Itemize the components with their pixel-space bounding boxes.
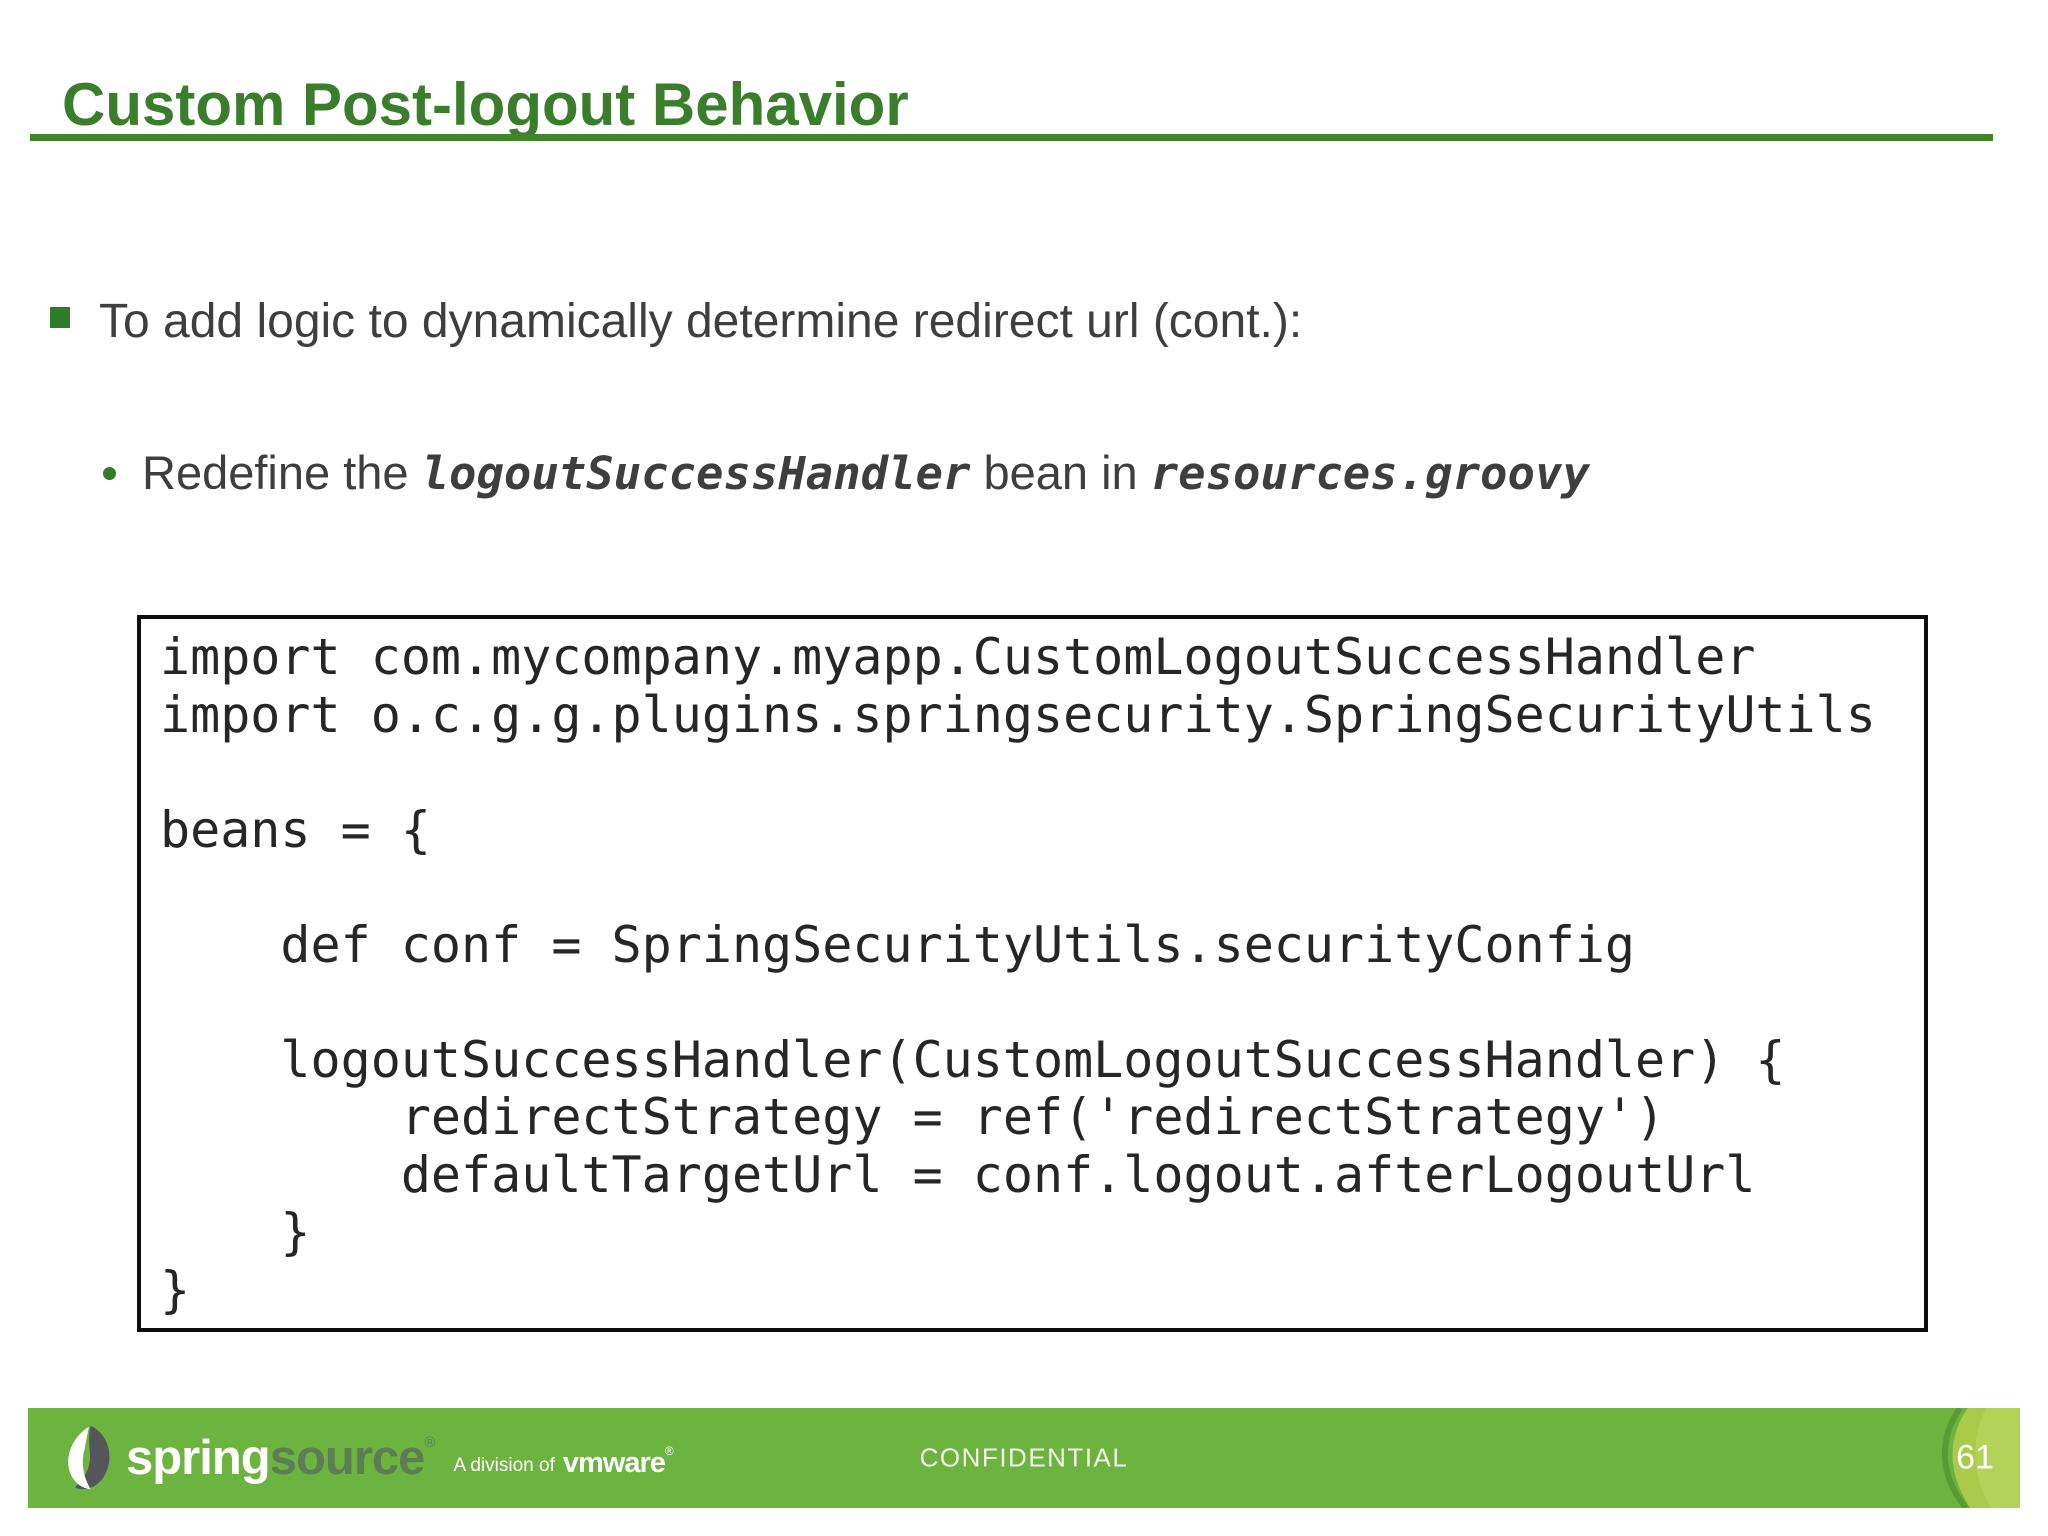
- springsource-logo: spring source ® A division of vmware ®: [62, 1408, 674, 1508]
- main-bullet-text: To add logic to dynamically determine re…: [99, 295, 1303, 348]
- springsource-leaf-icon: [68, 1425, 110, 1490]
- confidential-label: CONFIDENTIAL: [919, 1442, 1129, 1473]
- sub-bullet-code-logout-handler: logoutSuccessHandler: [421, 447, 971, 500]
- vmware-registered-mark: ®: [664, 1444, 674, 1458]
- sub-bullet-middle: bean in: [970, 446, 1151, 499]
- main-bullet-item: To add logic to dynamically determine re…: [50, 292, 1950, 352]
- sub-bullet-code-resources-groovy: resources.groovy: [1150, 447, 1590, 500]
- division-of-text: A division of: [453, 1455, 555, 1476]
- title-underline: [30, 134, 1993, 141]
- square-bullet-icon: [50, 307, 70, 328]
- sub-bullet-prefix: Redefine the: [142, 446, 422, 499]
- sub-bullet-item: Redefine the logoutSuccessHandler bean i…: [103, 444, 2003, 503]
- page-number: 61: [1956, 1438, 1994, 1477]
- logo-registered-mark: ®: [424, 1434, 436, 1451]
- round-bullet-icon: [103, 467, 116, 480]
- vmware-logo-text: vmware: [562, 1446, 666, 1479]
- footer-bar: spring source ® A division of vmware ® C…: [28, 1408, 2020, 1508]
- logo-source-text: source: [269, 1431, 426, 1485]
- code-block: import com.mycompany.myapp.CustomLogoutS…: [137, 615, 1928, 1332]
- leaf-decoration: [1941, 1408, 2020, 1508]
- logo-spring-text: spring: [126, 1431, 271, 1485]
- page-title: Custom Post-logout Behavior: [62, 71, 909, 139]
- sub-bullet-text: Redefine the logoutSuccessHandler bean i…: [142, 444, 1590, 503]
